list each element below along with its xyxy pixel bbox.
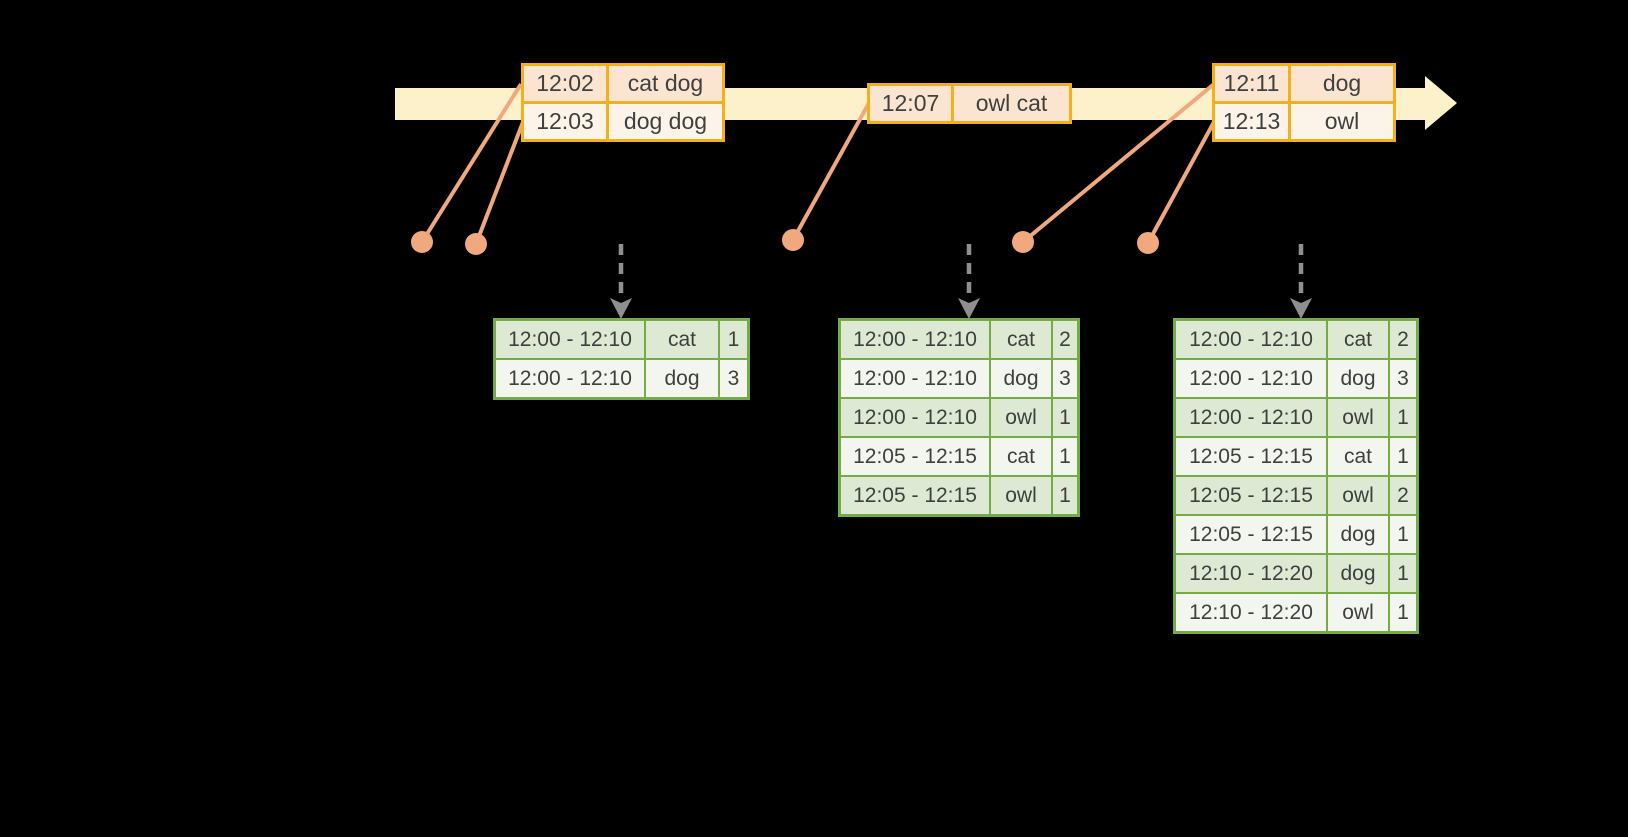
result-count-cell: 1: [1390, 555, 1416, 592]
result-count-cell: 1: [1390, 594, 1416, 631]
event-words-cell: owl cat: [954, 86, 1069, 121]
result-word-cell: owl: [1328, 594, 1388, 631]
result-window-cell: 12:05 - 12:15: [1176, 438, 1326, 475]
event-dot: [1137, 232, 1159, 254]
result-window-cell: 12:00 - 12:10: [1176, 399, 1326, 436]
result-window-cell: 12:00 - 12:10: [841, 321, 989, 358]
result-count-cell: 1: [1390, 399, 1416, 436]
result-word-cell: cat: [646, 321, 718, 358]
result-window-cell: 12:00 - 12:10: [496, 321, 644, 358]
result-count-cell: 2: [1390, 477, 1416, 514]
result-window-cell: 12:05 - 12:15: [1176, 516, 1326, 553]
event-connector-line: [474, 121, 525, 245]
event-time-cell: 12:13: [1215, 104, 1288, 139]
result-count-cell: 1: [1390, 438, 1416, 475]
result-window-cell: 12:00 - 12:10: [841, 399, 989, 436]
result-window-cell: 12:00 - 12:10: [841, 360, 989, 397]
result-word-cell: dog: [991, 360, 1051, 397]
result-count-cell: 1: [1053, 477, 1077, 514]
event-time-cell: 12:11: [1215, 66, 1288, 101]
event-dot: [1012, 231, 1034, 253]
result-table-3: 12:00 - 12:10 cat 2 12:00 - 12:10 dog 3 …: [1173, 318, 1419, 634]
event-words-cell: owl: [1291, 104, 1393, 139]
event-dot: [411, 231, 433, 253]
result-window-cell: 12:00 - 12:10: [496, 360, 644, 397]
event-table-batch3: 12:11 dog 12:13 owl: [1212, 63, 1396, 142]
event-dot: [465, 233, 487, 255]
result-word-cell: cat: [1328, 321, 1388, 358]
result-table-2: 12:00 - 12:10 cat 2 12:00 - 12:10 dog 3 …: [838, 318, 1080, 517]
result-word-cell: owl: [1328, 477, 1388, 514]
result-word-cell: owl: [991, 477, 1051, 514]
event-connector-line: [1021, 82, 1216, 244]
result-window-cell: 12:00 - 12:10: [1176, 321, 1326, 358]
result-word-cell: dog: [1328, 360, 1388, 397]
event-time-cell: 12:03: [524, 104, 606, 139]
result-count-cell: 1: [1390, 516, 1416, 553]
result-word-cell: owl: [991, 399, 1051, 436]
trigger-arrowhead: [1290, 298, 1312, 319]
result-count-cell: 2: [1390, 321, 1416, 358]
event-connector-line: [791, 102, 871, 241]
result-window-cell: 12:05 - 12:15: [1176, 477, 1326, 514]
result-word-cell: dog: [1328, 555, 1388, 592]
result-count-cell: 1: [1053, 438, 1077, 475]
event-time-cell: 12:07: [870, 86, 951, 121]
result-count-cell: 3: [1053, 360, 1077, 397]
result-word-cell: owl: [1328, 399, 1388, 436]
event-words-cell: dog: [1291, 66, 1393, 101]
event-table-batch1: 12:02 cat dog 12:03 dog dog: [521, 63, 725, 142]
result-word-cell: cat: [1328, 438, 1388, 475]
result-window-cell: 12:00 - 12:10: [1176, 360, 1326, 397]
result-count-cell: 3: [1390, 360, 1416, 397]
trigger-arrowhead: [958, 298, 980, 319]
result-table-1: 12:00 - 12:10 cat 1 12:00 - 12:10 dog 3: [493, 318, 750, 400]
result-window-cell: 12:10 - 12:20: [1176, 594, 1326, 631]
event-words-cell: dog dog: [609, 104, 722, 139]
result-window-cell: 12:05 - 12:15: [841, 477, 989, 514]
result-word-cell: dog: [646, 360, 718, 397]
event-time-cell: 12:02: [524, 66, 606, 101]
trigger-arrowhead: [610, 298, 632, 319]
result-word-cell: cat: [991, 321, 1051, 358]
event-words-cell: cat dog: [609, 66, 722, 101]
result-word-cell: cat: [991, 438, 1051, 475]
result-count-cell: 1: [720, 321, 747, 358]
result-word-cell: dog: [1328, 516, 1388, 553]
result-count-cell: 2: [1053, 321, 1077, 358]
event-connector-line: [1146, 121, 1216, 244]
event-table-batch2: 12:07 owl cat: [867, 83, 1072, 124]
result-window-cell: 12:10 - 12:20: [1176, 555, 1326, 592]
event-connector-line: [420, 82, 523, 244]
result-window-cell: 12:05 - 12:15: [841, 438, 989, 475]
event-dot: [782, 229, 804, 251]
result-count-cell: 3: [720, 360, 747, 397]
result-count-cell: 1: [1053, 399, 1077, 436]
